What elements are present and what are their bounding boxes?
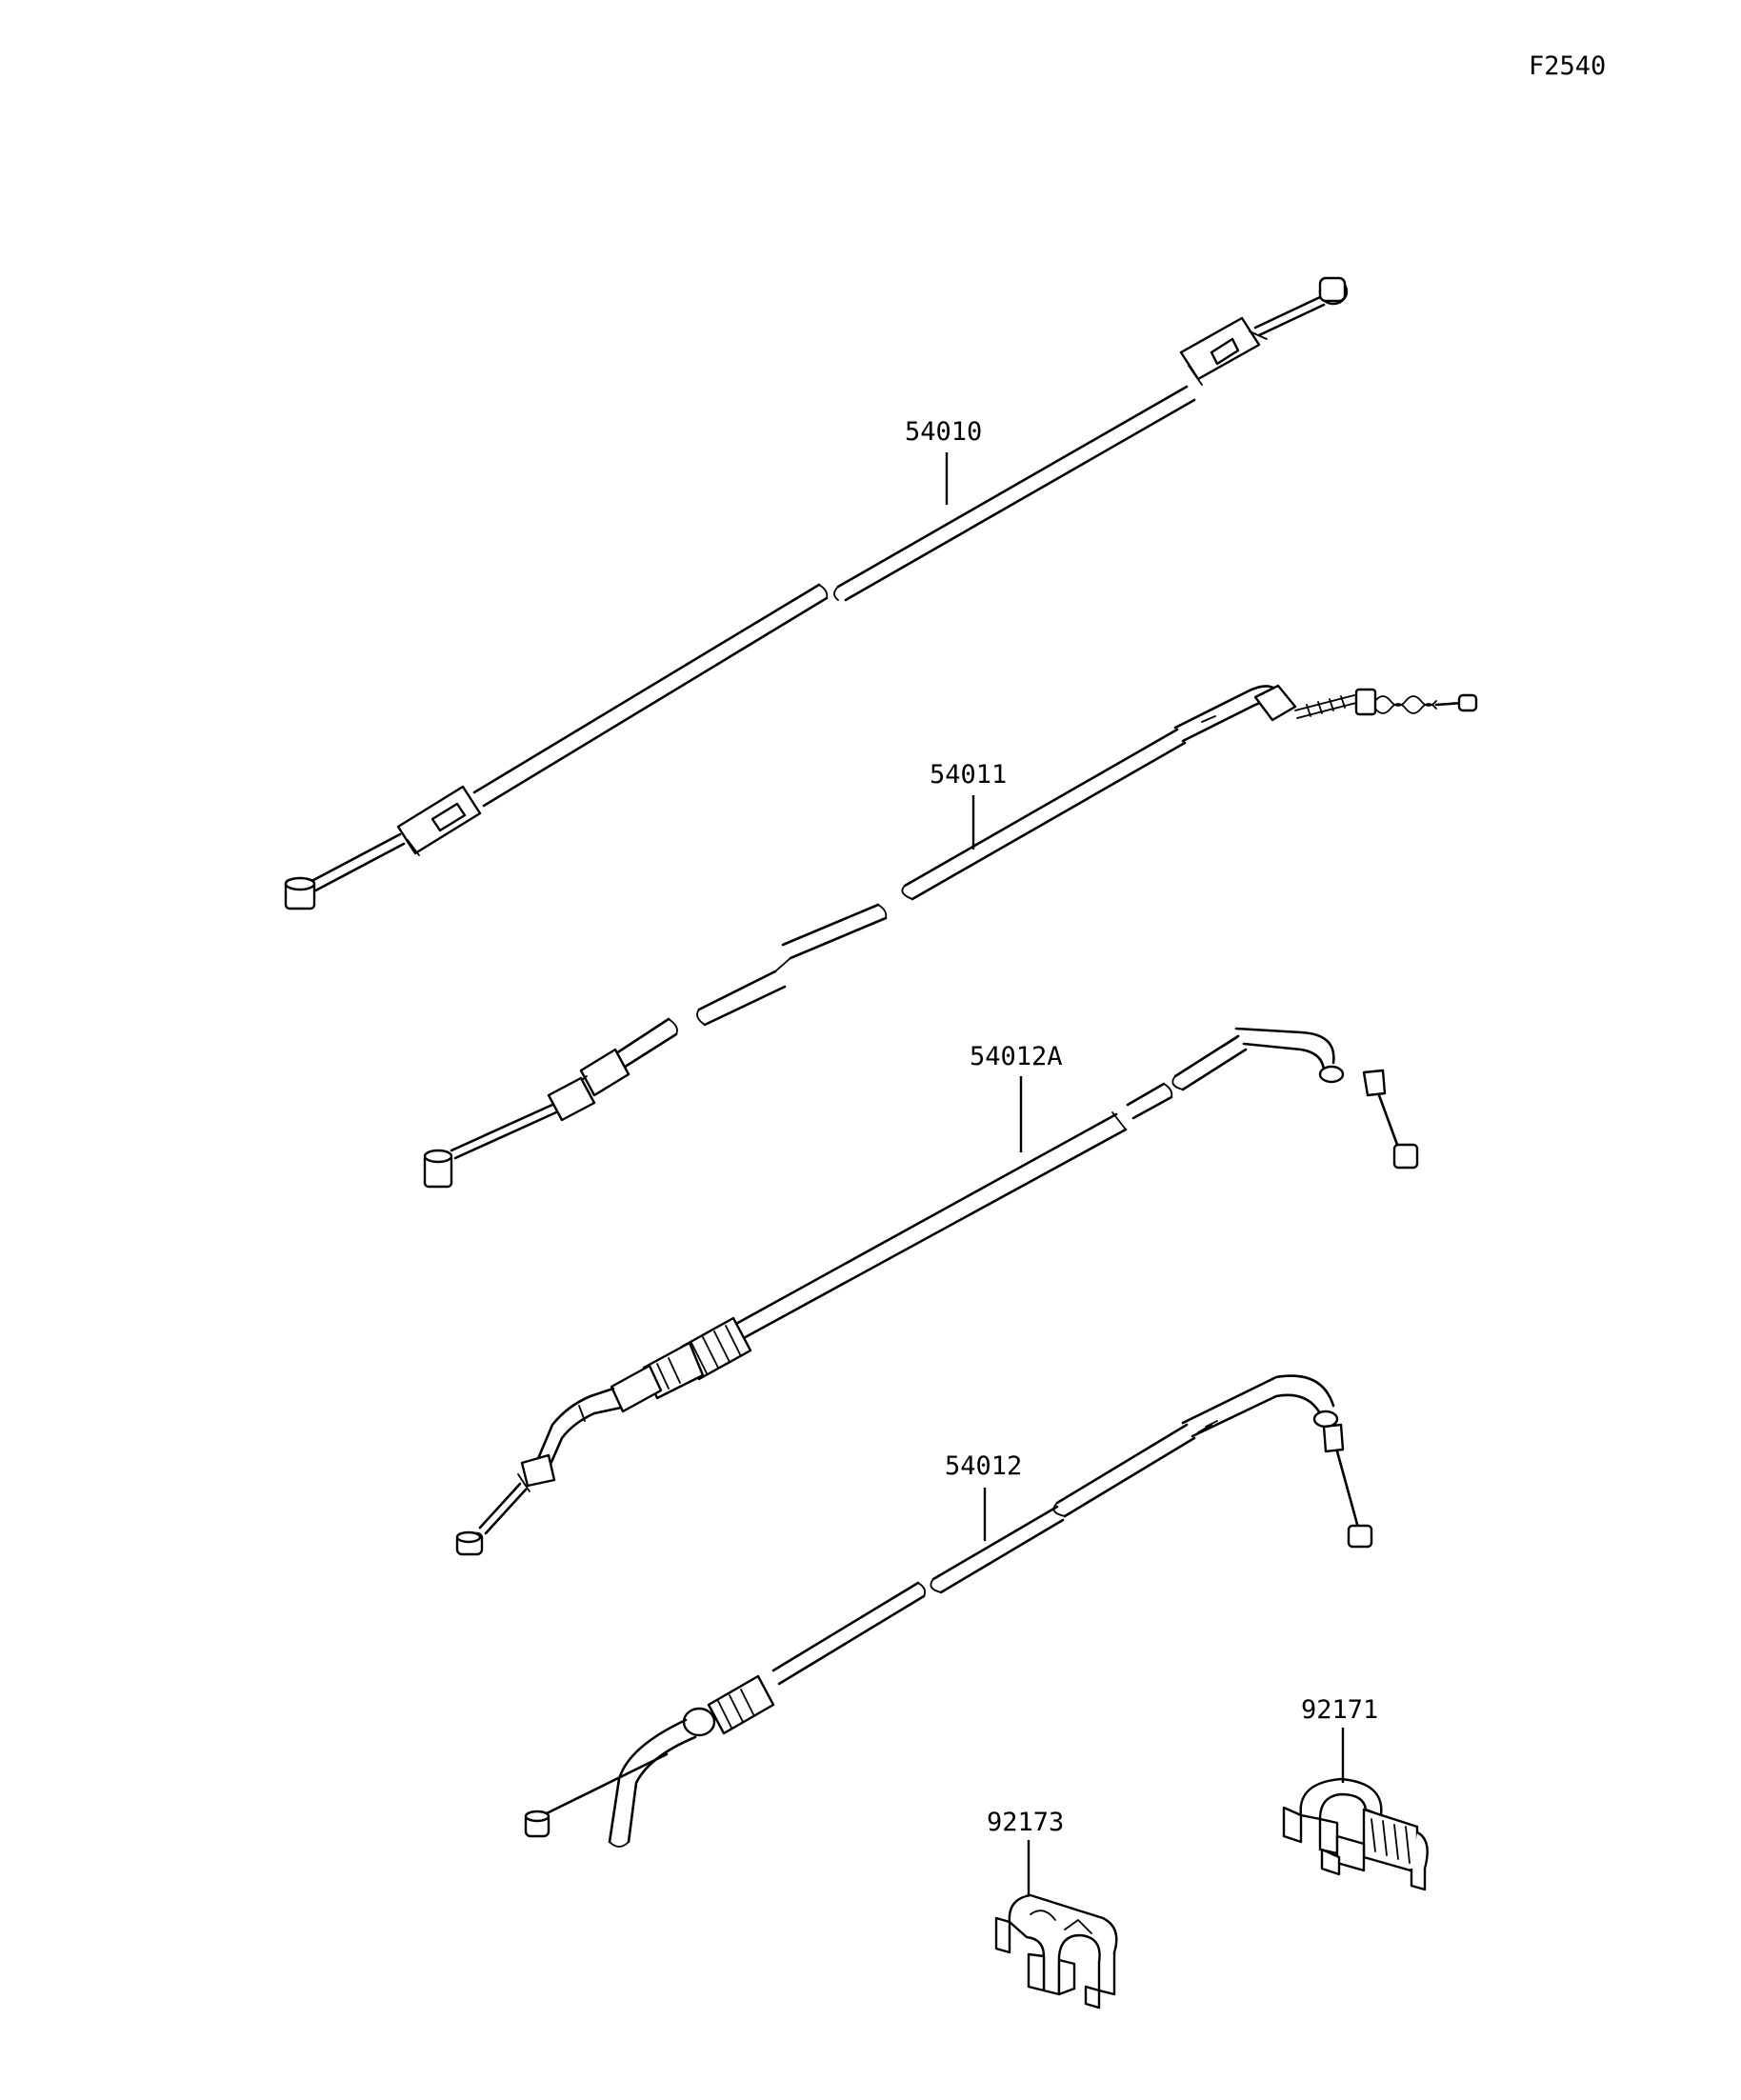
- cable-54012[interactable]: [524, 1374, 1373, 1848]
- label-54012A[interactable]: 54012A: [970, 1042, 1063, 1071]
- label-92171[interactable]: 92171: [1301, 1695, 1378, 1725]
- cable-54011[interactable]: [423, 684, 1478, 1189]
- label-54011[interactable]: 54011: [930, 760, 1007, 790]
- label-54012[interactable]: 54012: [945, 1451, 1022, 1481]
- label-92173[interactable]: 92173: [987, 1808, 1064, 1837]
- clamp-92173[interactable]: [994, 1893, 1118, 2010]
- cable-54010[interactable]: [284, 276, 1349, 910]
- label-54010[interactable]: 54010: [905, 417, 982, 447]
- figure-code: F2540: [1529, 51, 1606, 81]
- clamp-92171[interactable]: [1282, 1777, 1429, 1891]
- cable-54012A[interactable]: [455, 1027, 1419, 1556]
